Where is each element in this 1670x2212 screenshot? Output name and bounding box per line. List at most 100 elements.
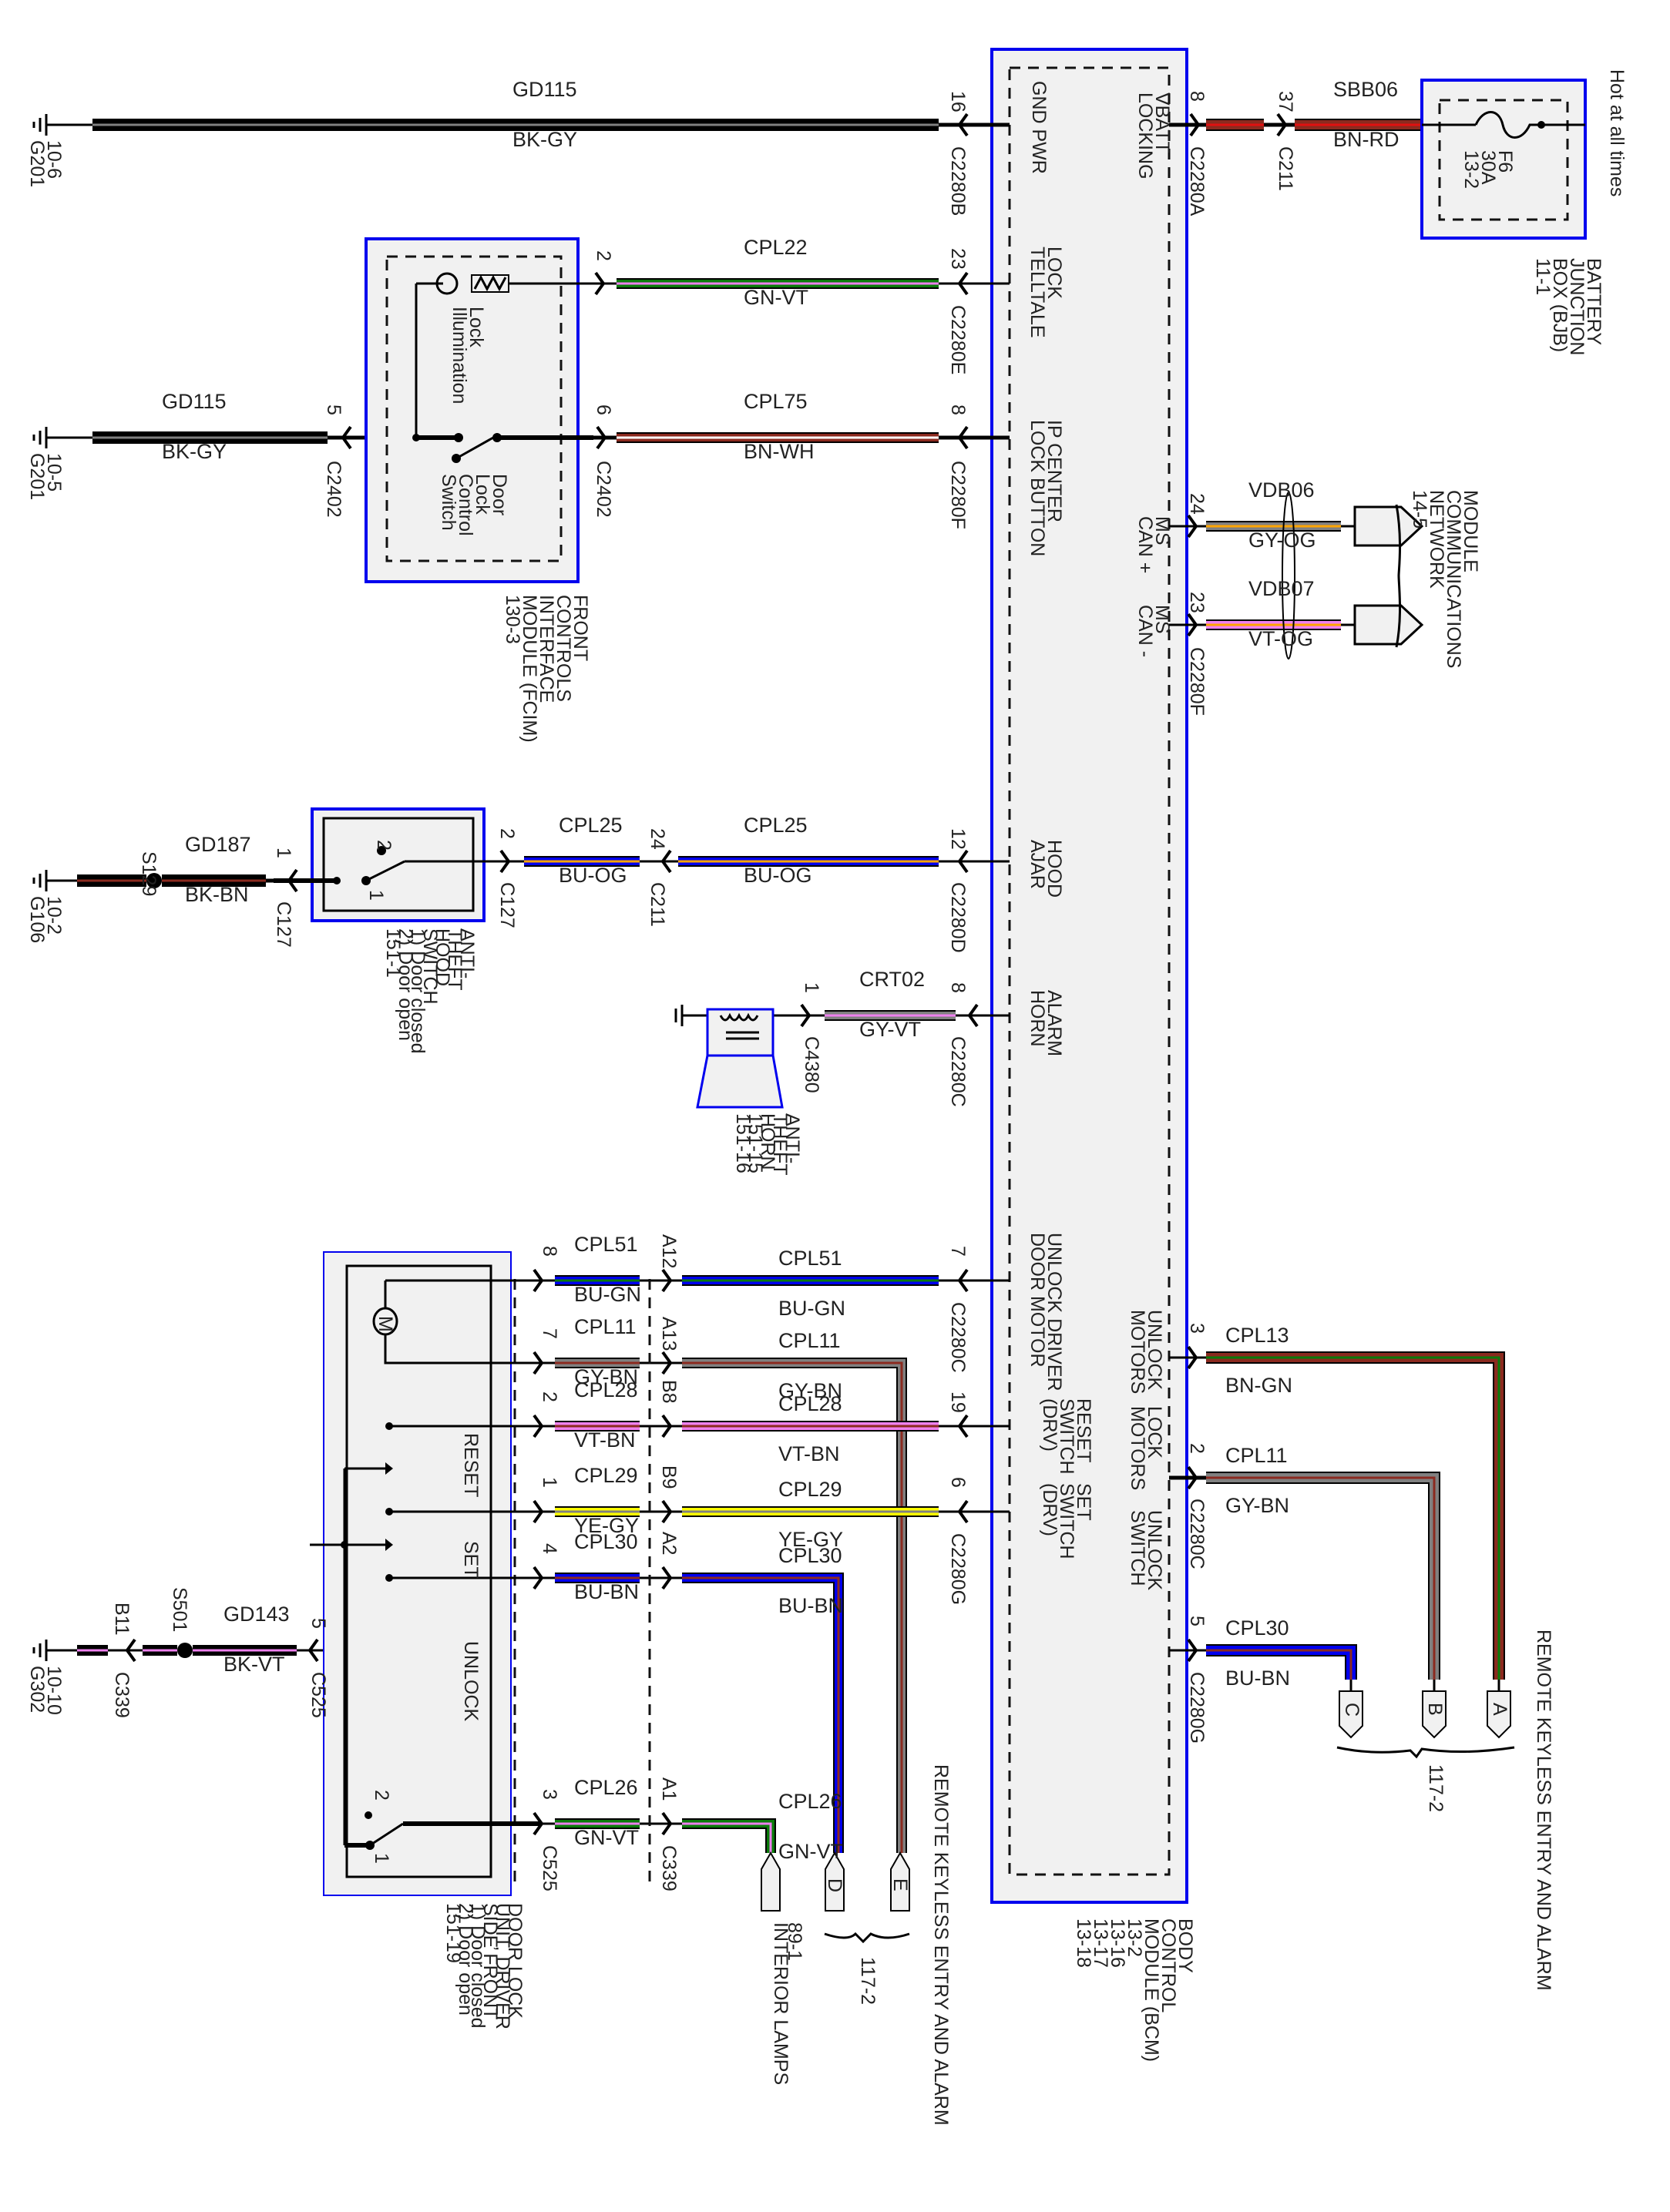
bcm-name-4: 13-16: [1107, 1918, 1128, 1968]
pin-dl-cpl11-dl: 7: [539, 1328, 560, 1339]
wire-crt02-color: GY-VT: [859, 1018, 921, 1041]
wire-cpl11-rke: [1206, 1472, 1440, 1680]
door-lock-switch-label-2: Lock: [472, 474, 493, 515]
fcim-name-1: CONTROLS: [553, 595, 574, 702]
pin-bcm-cpl30-rke: [1187, 1638, 1198, 1663]
rke-connector-b-label: B: [1424, 1703, 1446, 1716]
conn-c2280c-cpl51: C2280C: [947, 1302, 969, 1373]
conn-c339-gd: C339: [111, 1672, 133, 1718]
hood-switch-name-1: THEFT: [444, 928, 465, 991]
lock-illumination-label-1: Lock: [465, 307, 487, 347]
pin-fcim-2: [594, 271, 606, 296]
bcm-pin-reset-switch: RESET: [1073, 1398, 1094, 1462]
rke-connector-c: [1339, 1690, 1363, 1739]
bcm-pin-ms-can-plus-2: CAN +: [1134, 516, 1156, 573]
bjb-name-0: BATTERY: [1583, 258, 1604, 345]
door-lock-label-unlock: UNLOCK: [460, 1641, 482, 1722]
wire-cpl29-b-color: YE-GY: [778, 1528, 843, 1551]
pin-bcm-cpl11-rke: [1187, 1465, 1198, 1490]
hood-switch-contact-icon: [365, 860, 405, 882]
wire-gd143-id: GD143: [223, 1603, 290, 1626]
bcm-pin-unlock-switch: UNLOCK: [1144, 1510, 1165, 1591]
horn-name-1: THEFT: [769, 1113, 791, 1176]
wire-cpl26-a-id: CPL26: [574, 1776, 638, 1799]
wire-sbb06-id: SBB06: [1333, 78, 1398, 101]
bcm-pin-hood-ajar-2: AJAR: [1027, 840, 1048, 889]
ground-g201-mid-ref: 10-5: [43, 453, 65, 492]
conn-c525-gd: C525: [307, 1672, 329, 1718]
pin-bcm-cpl29: [957, 1499, 969, 1524]
bjb-name-1: JUNCTION: [1566, 258, 1588, 355]
conn-c211-mid: C211: [647, 882, 668, 927]
pin-inline-cpl28: [661, 1414, 673, 1438]
wire-cpl75-color: BN-WH: [744, 440, 814, 463]
bcm-pin-lock-telltale-2: TELLTALE: [1027, 247, 1048, 338]
pin-5-c525: 5: [307, 1618, 329, 1629]
pin-c2280a-8: [1189, 112, 1201, 137]
wire-cpl11-dl-b-color: GY-BN: [778, 1379, 842, 1402]
ground-g302: G302 10-10: [26, 1640, 73, 1715]
horn-bell-icon: [696, 1054, 784, 1109]
wire-cpl25-a-color: BU-OG: [559, 864, 627, 887]
fuse-ref: 13-2: [1460, 150, 1482, 189]
pin-dl-cpl28: 2: [539, 1391, 560, 1402]
pin-8-c: 8: [947, 982, 969, 993]
wire-cpl30-dl-b: [682, 1573, 844, 1853]
wire-cpl26-a-color: GN-VT: [574, 1826, 639, 1849]
rke-right-ref: 117-2: [1425, 1764, 1447, 1812]
bcm-pin-vbatt: VBATT: [1151, 92, 1173, 153]
wires-layer: [73, 112, 1505, 1853]
door-lock-name-1: UNIT, DRIVER: [492, 1903, 513, 2029]
pin-bcm-cpl13: [1187, 1345, 1198, 1370]
wire-gd115-mid-color: BK-GY: [162, 440, 227, 463]
bcm-pin-unlock-motors: UNLOCK: [1144, 1310, 1165, 1391]
battery-junction-box: F6 30A 13-2 Hot at all times BATTERY JUN…: [1420, 69, 1628, 355]
rke-connector-e-label: D: [824, 1878, 845, 1892]
pin-dl-cpl51: 8: [539, 1246, 560, 1257]
module-communications-network: MODULE COMMUNICATIONS NETWORK 14-5: [1282, 490, 1481, 668]
wire-cpl30-rke: [1206, 1644, 1357, 1680]
door-lock-pos2: 2: [371, 1790, 392, 1801]
ground-g302-ref: 10-10: [43, 1666, 65, 1715]
pin-c4380-1: [800, 1003, 811, 1028]
pin-can-23: [1187, 613, 1198, 637]
splice-s129: S129: [138, 851, 162, 896]
bjb-name-3: 11-1: [1532, 258, 1554, 295]
wire-cpl25-b-color: BU-OG: [744, 864, 812, 887]
pin-door-lock-cpl11-dl: [533, 1351, 544, 1375]
conn-c2280a: C2280A: [1186, 146, 1208, 217]
door-lock-name-3: 1) Door closed: [467, 1903, 489, 2029]
pin-inline-cpl26-label: A1: [658, 1777, 680, 1801]
lamp-icon: [435, 272, 459, 295]
wire-cpl26-b-color: GN-VT: [778, 1840, 843, 1863]
rke-connector-d: [890, 1851, 910, 1912]
hot-at-all-times-note: Hot at all times: [1606, 69, 1628, 196]
ground-g201-mid: G201 10-5: [26, 427, 73, 500]
pin-inline-cpl29: [661, 1499, 673, 1524]
pin-dl-cpl26: 3: [539, 1789, 560, 1800]
fcim-name-2: INTERFACE: [536, 595, 557, 703]
wire-cpl29-a-id: CPL29: [574, 1464, 638, 1487]
pin-door-lock-cpl30-dl: [533, 1566, 544, 1590]
wire-cpl11-dl-b-id: CPL11: [778, 1329, 841, 1352]
wire-cpl51-a-color: BU-GN: [574, 1283, 641, 1306]
pin-cpl11-rke: 2: [1186, 1443, 1208, 1454]
pin-door-lock-cpl51: [533, 1268, 544, 1293]
bcm-pin-alarm-horn-2: HORN: [1027, 990, 1048, 1047]
bcm-pin-lock-motors: LOCK: [1144, 1406, 1165, 1458]
rke-left-label: REMOTE KEYLESS ENTRY AND ALARM: [930, 1764, 952, 2126]
left-connector-flags: E D 117-2 INTERIOR LAMPS 89-1 REMOTE KEY…: [761, 1764, 952, 2126]
wire-cpl30-dl-a-id: CPL30: [574, 1530, 638, 1553]
door-lock-pos1: 1: [371, 1853, 392, 1864]
wire-cpl51-b-color: BU-GN: [778, 1297, 845, 1320]
conn-c2280g-cpl29: C2280G: [947, 1533, 969, 1605]
pin-c339-b11: [125, 1638, 136, 1663]
splice-s501-label: S501: [169, 1587, 190, 1632]
rke-left-ref: 117-2: [857, 1957, 879, 2005]
wire-gd115-top-color: BK-GY: [512, 128, 577, 151]
pin-8-a: 8: [1186, 91, 1208, 102]
can-connector-minus: [1353, 604, 1424, 646]
pin-cpl13: 3: [1186, 1323, 1208, 1334]
wire-vdb06-id: VDB06: [1248, 478, 1315, 502]
horn-name-0: ANTI-: [781, 1113, 803, 1163]
